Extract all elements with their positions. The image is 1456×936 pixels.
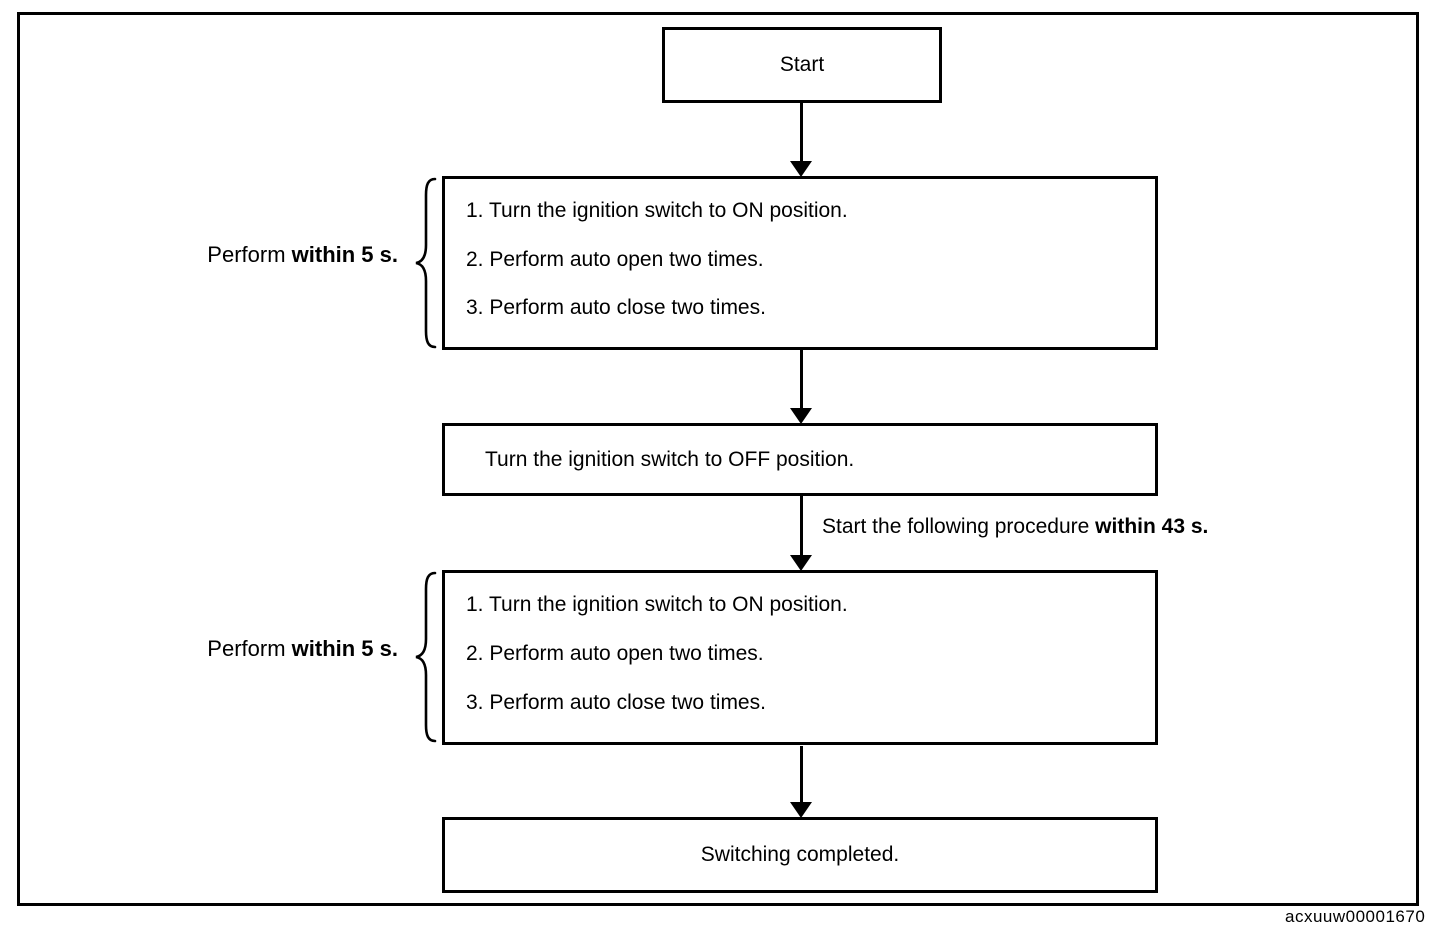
- arrow-shaft: [799, 746, 803, 805]
- node-ignition-off: Turn the ignition switch to OFF position…: [442, 423, 1158, 496]
- timing-note-bold: within 43 s.: [1095, 515, 1209, 538]
- procedure-1-steps: 1. Turn the ignition switch to ON positi…: [445, 179, 1155, 347]
- step-line: 2. Perform auto open two times.: [466, 247, 764, 271]
- arrow-head-icon: [790, 408, 812, 424]
- perform-label-normal: Perform: [207, 636, 292, 661]
- perform-label-normal: Perform: [207, 242, 292, 267]
- node-ignition-off-label: Turn the ignition switch to OFF position…: [485, 447, 855, 471]
- node-completed: Switching completed.: [442, 817, 1158, 893]
- flow-arrow-4: [790, 746, 812, 818]
- step-line: 2. Perform auto open two times.: [466, 642, 764, 665]
- step-line: 1. Turn the ignition switch to ON positi…: [466, 199, 848, 222]
- arrow-shaft: [799, 103, 803, 164]
- node-procedure-2: 1. Turn the ignition switch to ON positi…: [442, 570, 1158, 745]
- curly-brace-icon: [413, 571, 439, 743]
- perform-label-bold: within 5 s.: [291, 636, 398, 661]
- flow-arrow-3: [790, 496, 812, 571]
- flow-arrow-1: [790, 103, 812, 177]
- perform-within-label-1: Perform within 5 s.: [140, 241, 398, 269]
- arrow-head-icon: [790, 161, 812, 177]
- timing-note: Start the following procedure within 43 …: [822, 514, 1208, 540]
- node-start: Start: [662, 27, 942, 103]
- curly-brace-icon: [413, 177, 439, 349]
- figure-code: acxuuw00001670: [1285, 907, 1426, 926]
- arrow-head-icon: [790, 555, 812, 571]
- diagram-border: [17, 12, 1419, 906]
- node-procedure-1: 1. Turn the ignition switch to ON positi…: [442, 176, 1158, 350]
- perform-within-label-2: Perform within 5 s.: [140, 635, 398, 663]
- node-start-label: Start: [779, 53, 825, 76]
- step-line: 3. Perform auto close two times.: [466, 691, 766, 714]
- step-line: 1. Turn the ignition switch to ON positi…: [466, 593, 848, 616]
- arrow-shaft: [799, 350, 803, 411]
- arrow-head-icon: [790, 802, 812, 818]
- procedure-2-steps: 1. Turn the ignition switch to ON positi…: [445, 573, 1155, 742]
- perform-label-bold: within 5 s.: [291, 242, 398, 267]
- flow-arrow-2: [790, 350, 812, 424]
- node-completed-label: Switching completed.: [700, 843, 900, 866]
- step-line: 3. Perform auto close two times.: [466, 296, 766, 319]
- timing-note-normal: Start the following procedure: [822, 515, 1096, 538]
- arrow-shaft: [799, 496, 803, 558]
